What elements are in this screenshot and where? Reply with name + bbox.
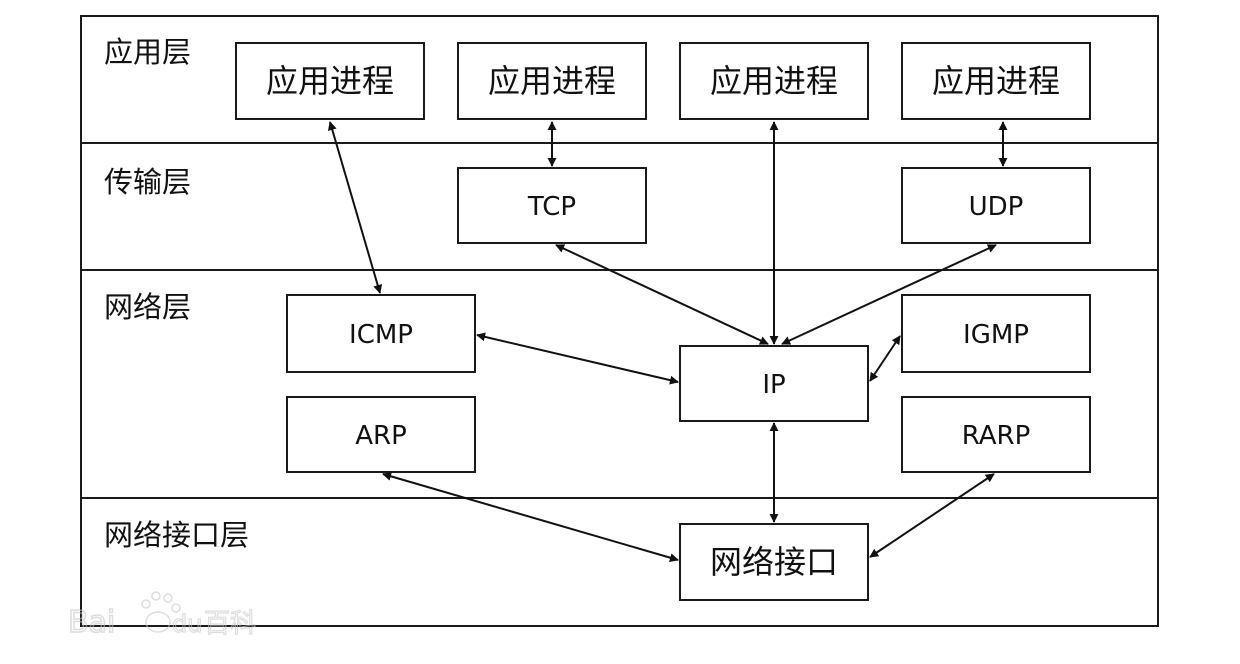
app-process-box-4: 应用进程 [901, 42, 1091, 120]
ip-box: IP [679, 345, 869, 422]
watermark-latin: Bai [68, 605, 115, 640]
icmp-box: ICMP [286, 294, 476, 373]
rarp-box: RARP [901, 396, 1091, 473]
layer-label-link: 网络接口层 [104, 518, 249, 552]
icmp-label: ICMP [349, 320, 413, 350]
tcp-label: TCP [527, 192, 576, 222]
udp-box: UDP [901, 167, 1091, 244]
tcp-box: TCP [457, 167, 647, 244]
network-interface-label: 网络接口 [710, 543, 838, 581]
arrow-tcp-ip [555, 244, 769, 345]
layer-label-application: 应用层 [104, 35, 191, 69]
network-interface-box: 网络接口 [679, 523, 869, 601]
arrow-icmp-ip [476, 332, 679, 385]
app-process-label-4: 应用进程 [932, 62, 1060, 100]
app-process-box-3: 应用进程 [679, 42, 869, 120]
igmp-box: IGMP [901, 294, 1091, 373]
paw-icon [141, 591, 181, 633]
arp-box: ARP [286, 396, 476, 473]
arrow-udp-ip [781, 244, 997, 345]
rarp-label: RARP [962, 421, 1031, 451]
layer-label-transport: 传输层 [104, 165, 191, 199]
udp-label: UDP [969, 192, 1024, 222]
baidu-watermark-logo: Bai du 百科 [67, 591, 257, 641]
ip-label: IP [762, 370, 785, 400]
layer-label-network: 网络层 [104, 290, 191, 324]
diagram-frame [80, 15, 1159, 627]
watermark-latin-2: du [172, 610, 202, 638]
igmp-label: IGMP [963, 320, 1029, 350]
app-process-box-1: 应用进程 [235, 42, 425, 120]
arrow-igmp-ip [869, 335, 901, 382]
app-process-box-2: 应用进程 [457, 42, 647, 120]
app-process-label-3: 应用进程 [710, 62, 838, 100]
app-process-label-1: 应用进程 [266, 62, 394, 100]
app-process-label-2: 应用进程 [488, 62, 616, 100]
arp-label: ARP [355, 421, 407, 451]
arrow-arp-network-interface [382, 471, 679, 563]
arrow-rarp-network-interface [869, 473, 995, 558]
arrow-app1-icmp [327, 121, 383, 294]
watermark-cn: 百科 [204, 609, 256, 639]
